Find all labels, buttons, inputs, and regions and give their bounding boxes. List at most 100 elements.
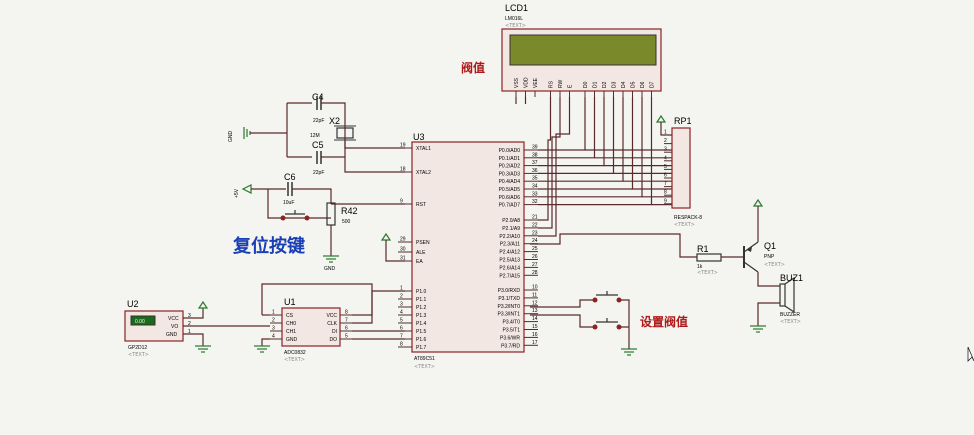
mcu-right-pin-label: P3.3/INT1 xyxy=(497,312,520,318)
mcu-right-pin-num: 38 xyxy=(532,152,538,158)
u1-right-pin-label: DI xyxy=(332,329,337,335)
c5-ref: C5 xyxy=(312,140,324,150)
mcu-right-pins: 39P0.0/AD038P0.1/AD137P0.2/AD236P0.3/AD3… xyxy=(497,145,538,349)
sensor-component[interactable]: U2 0.00 VCC VO GND GP2D12 <TEXT> 3 2 1 xyxy=(124,299,270,358)
mcu-right-pin-num: 21 xyxy=(532,215,538,221)
mcu-left-pin-num: 6 xyxy=(400,326,403,332)
u2-pin-num-3: 3 xyxy=(188,313,191,319)
rp1-pin-num: 2 xyxy=(664,138,667,144)
threshold-up-button[interactable] xyxy=(592,291,622,303)
mcu-left-pin-num: 8 xyxy=(400,342,403,348)
u2-display xyxy=(130,315,156,326)
gnd-label-reset: GND xyxy=(324,266,336,272)
mcu-left-pin-label: ALE xyxy=(416,250,426,256)
set-threshold-annotation: 设置阀值 xyxy=(640,314,688,329)
bus-wire xyxy=(538,97,615,174)
mcu-left-pin-label: PSEN xyxy=(416,240,430,246)
u1-right-pin-num: 7 xyxy=(345,318,348,324)
rp1-pin-num: 1 xyxy=(664,130,667,136)
mcu-right-pin-num: 10 xyxy=(532,285,538,291)
mcu-left-pin-label: XTAL2 xyxy=(416,170,431,176)
u1-right-pin-label: DO xyxy=(330,337,338,343)
mcu-right-pin-num: 13 xyxy=(532,308,538,314)
u2-pin-vo: VO xyxy=(171,324,178,330)
mcu-right-pin-label: P3.7/RD xyxy=(501,343,520,349)
mcu-left-pin-label: P1.2 xyxy=(416,305,427,311)
u1-left-pin-num: 3 xyxy=(272,326,275,332)
rp1-pin-num: 8 xyxy=(664,190,667,196)
mcu-right-pin-label: P2.3/A11 xyxy=(500,242,520,248)
u1-text-placeholder: <TEXT> xyxy=(284,357,305,363)
lcd-pin-label: E xyxy=(568,84,574,88)
mouse-cursor-icon xyxy=(967,346,974,362)
mcu-right-pin-label: P3.4/T0 xyxy=(502,320,520,326)
mcu-left-pin-num: 7 xyxy=(400,334,403,340)
bus-wire xyxy=(538,97,596,159)
q1-ref: Q1 xyxy=(764,241,776,251)
mcu-right-pin-num: 26 xyxy=(532,254,538,260)
c6-value: 10uF xyxy=(283,200,294,206)
mcu-text-placeholder: <TEXT> xyxy=(414,364,435,370)
mcu-right-pin-num: 12 xyxy=(532,300,538,306)
c6-ref: C6 xyxy=(284,172,296,182)
mcu-left-pin-num: 1 xyxy=(400,286,403,292)
mcu-right-pin-label: P3.1/TXD xyxy=(498,296,520,302)
mcu-right-pin-label: P0.1/AD1 xyxy=(499,156,521,162)
u1-body xyxy=(281,307,341,347)
u1-left-pin-label: CH0 xyxy=(286,321,296,327)
mcu-right-pin-num: 14 xyxy=(532,316,538,322)
reset-button[interactable] xyxy=(280,210,310,221)
u1-part: ADC0832 xyxy=(284,350,306,356)
buzzer-driver: R1 1k <TEXT> Q1 PNP <TEXT> BUZ1 BUZZER <… xyxy=(530,198,803,333)
rp1-pin-num: 4 xyxy=(664,155,667,161)
mcu-component[interactable]: U3 AT89C51 <TEXT> 19XTAL118XTAL29RST29PS… xyxy=(398,132,538,370)
mcu-left-pin-num: 19 xyxy=(400,143,406,149)
c4-value: 22pF xyxy=(313,118,324,124)
buz1-text-placeholder: <TEXT> xyxy=(780,319,801,325)
buz1-part: BUZZER xyxy=(780,312,800,318)
lcd-pin-label: D2 xyxy=(602,81,608,88)
mcu-left-pin-label: P1.7 xyxy=(416,345,427,351)
mcu-right-pin-num: 34 xyxy=(532,184,538,190)
u2-pin-num-2: 2 xyxy=(188,321,191,327)
mcu-right-pin-num: 37 xyxy=(532,160,538,166)
adc-component[interactable]: U1 ADC0832 <TEXT> 1CS2CH03CH14GND8VCC7CL… xyxy=(254,283,405,363)
data-bus-wires xyxy=(515,97,672,237)
mcu-left-pin-num: 30 xyxy=(400,247,406,253)
rp1-pin-num: 3 xyxy=(664,147,667,153)
r42-value: 500 xyxy=(342,219,351,225)
threshold-down-button[interactable] xyxy=(592,318,622,330)
mcu-right-pin-num: 28 xyxy=(532,270,538,276)
lcd-ctrl-wire xyxy=(538,97,561,229)
mcu-right-pin-label: P0.4/AD4 xyxy=(499,179,521,185)
mcu-right-pin-label: P2.7/A15 xyxy=(499,273,520,279)
mcu-left-pin-num: 5 xyxy=(400,318,403,324)
lcd-pin-label: D1 xyxy=(593,81,599,88)
lcd-pin-label: D3 xyxy=(612,81,618,88)
rp1-pin-num: 9 xyxy=(664,198,667,204)
mcu-ref: U3 xyxy=(413,132,425,142)
mcu-right-pin-num: 39 xyxy=(532,145,538,151)
mcu-left-pin-num: 2 xyxy=(400,294,403,300)
rp1-pin-num: 7 xyxy=(664,181,667,187)
mcu-left-pin-num: 31 xyxy=(400,256,406,262)
rp1-pin-num: 5 xyxy=(664,164,667,170)
threshold-buttons xyxy=(530,291,637,356)
mcu-left-pin-label: P1.0 xyxy=(416,289,427,295)
lcd-power-wire xyxy=(515,97,527,104)
mcu-right-pin-label: P2.4/A12 xyxy=(499,250,520,256)
r1-text-placeholder: <TEXT> xyxy=(697,270,718,276)
u2-part: GP2D12 xyxy=(128,345,147,351)
u1-left-pin-num: 1 xyxy=(272,310,275,316)
ea-vcc-symbol xyxy=(380,232,405,262)
u1-left-pin-num: 4 xyxy=(272,334,275,340)
u2-display-value: 0.00 xyxy=(135,319,145,325)
mcu-left-pin-num: 4 xyxy=(400,310,403,316)
lcd-pin-label: VSS xyxy=(514,77,520,88)
lcd-pin-label: D7 xyxy=(650,81,656,88)
mcu-right-pin-num: 16 xyxy=(532,332,538,338)
